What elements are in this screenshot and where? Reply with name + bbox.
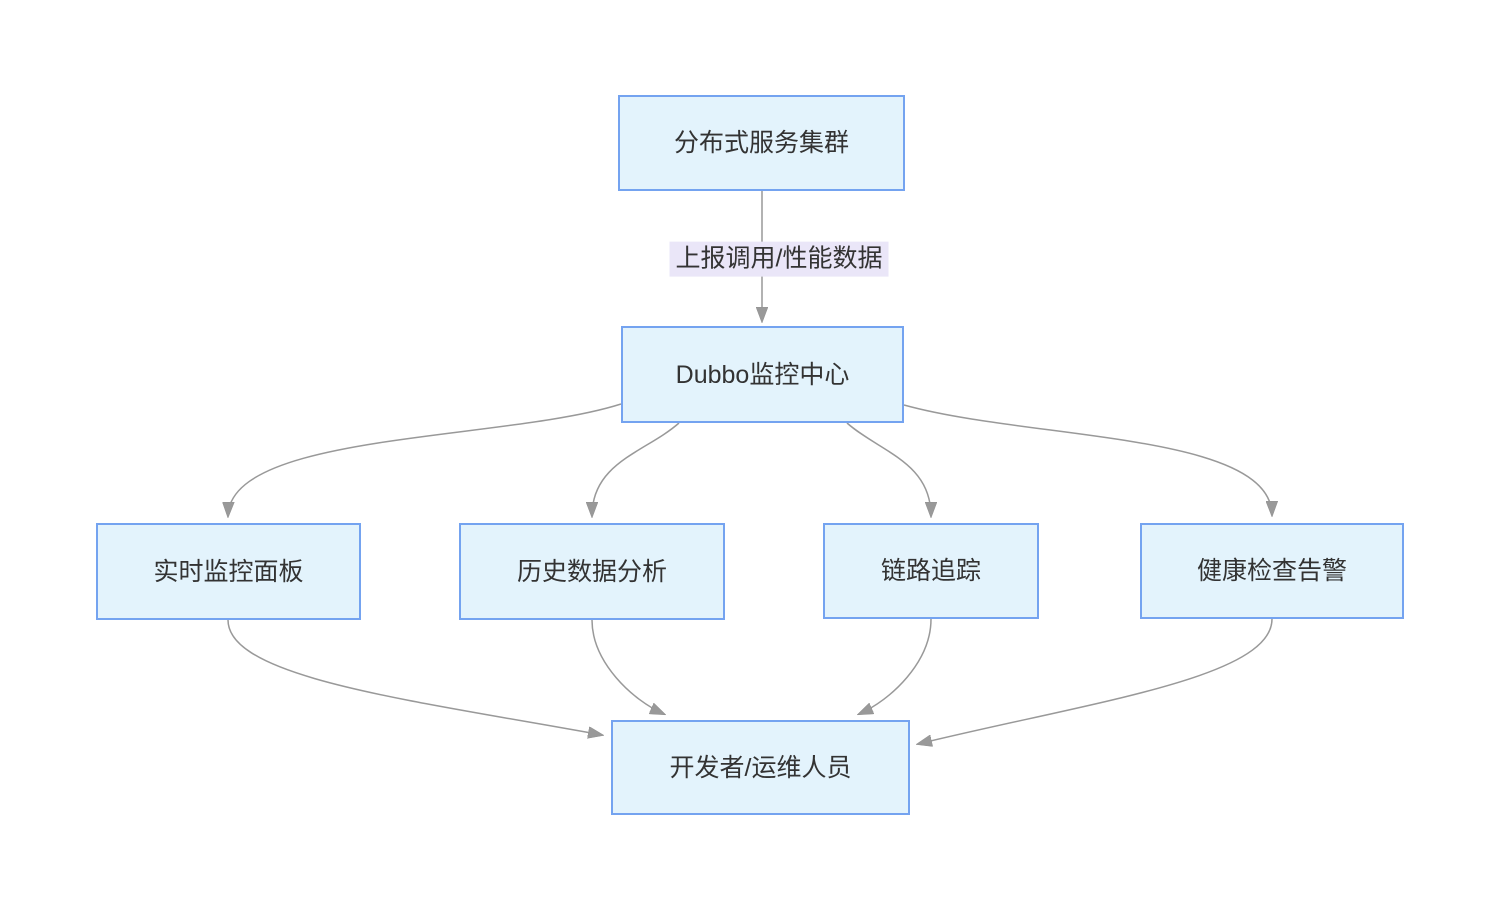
edge-trace-dev	[859, 618, 932, 714]
node-dubbo-monitor-center: Dubbo监控中心	[621, 326, 904, 423]
node-realtime-monitor-panel: 实时监控面板	[96, 523, 361, 620]
node-link-tracing: 链路追踪	[823, 523, 1039, 619]
edge-monitor-health	[903, 404, 1272, 515]
node-distributed-service-cluster: 分布式服务集群	[618, 95, 905, 191]
edge-label-report-data: 上报调用/性能数据	[669, 241, 889, 277]
node-health-check-alert: 健康检查告警	[1140, 523, 1404, 619]
edge-monitor-trace	[846, 422, 931, 516]
edge-panel-dev	[227, 619, 602, 735]
edge-monitor-history	[592, 422, 680, 516]
node-developer-ops: 开发者/运维人员	[611, 720, 910, 815]
edge-history-dev	[591, 619, 664, 714]
edge-monitor-panel	[228, 403, 622, 516]
node-history-data-analysis: 历史数据分析	[459, 523, 725, 620]
edge-health-dev	[918, 618, 1273, 744]
